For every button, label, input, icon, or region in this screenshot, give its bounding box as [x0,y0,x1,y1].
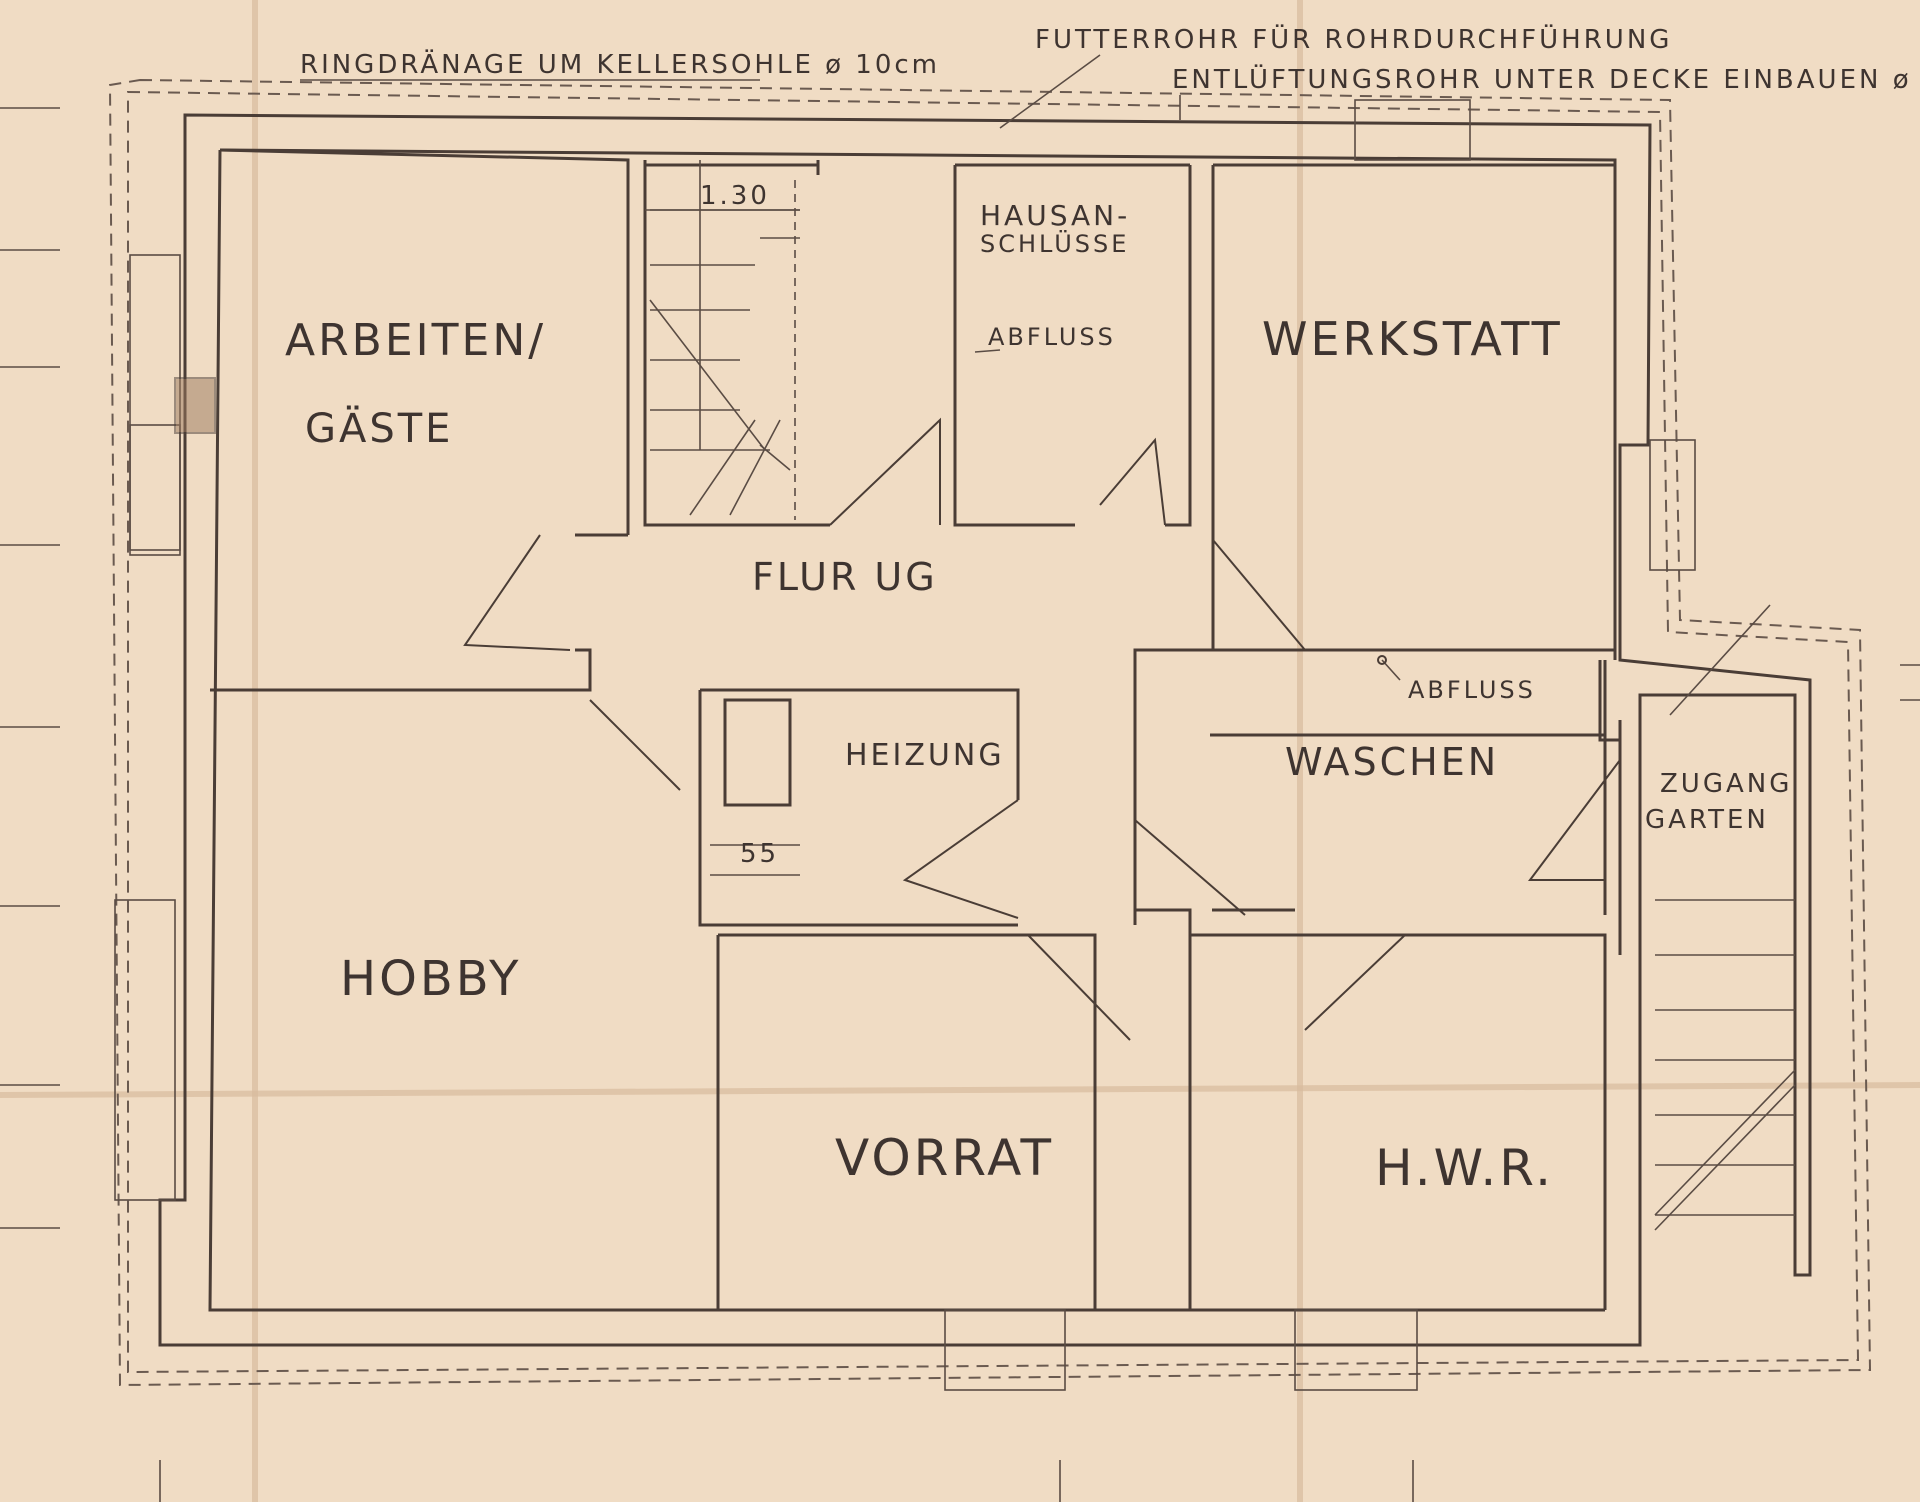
conduit-note: FUTTERROHR FÜR ROHRDURCHFÜHRUNG [1035,23,1672,55]
room-label-zugang: ZUGANG [1660,769,1792,799]
drainage-note: RINGDRÄNAGE UM KELLERSOHLE ø 10cm [300,48,940,80]
drain-label-hausanschluss: ABFLUSS [988,323,1116,351]
stair-width-label: 1.30 [700,181,770,211]
room-label-gaeste: GÄSTE [305,404,453,452]
annotation-lines [300,54,1771,876]
vent-note: ENTLÜFTUNGSROHR UNTER DECKE EINBAUEN ø 1… [1172,63,1920,95]
drain-label-waschen: ABFLUSS [1408,676,1536,704]
room-label-hausanschluesse: HAUSAN- [980,199,1130,232]
chimney-size-label: 55 [740,839,779,869]
drain-point [1377,655,1387,665]
interior-walls [210,148,1620,1310]
room-label-hobby: HOBBY [340,951,521,1007]
room-label-waschen: WASCHEN [1285,740,1499,784]
room-label-flur: FLUR UG [752,555,938,599]
door-swings [463,417,1621,1041]
stairs-garden [1654,899,1796,1231]
stairs-main [649,160,800,520]
paper-fold [0,1082,1920,1098]
room-label-garten: GARTEN [1645,805,1769,835]
room-label-schluesse: SCHLÜSSE [980,229,1129,258]
room-label-vorrat: VORRAT [835,1129,1054,1187]
room-label-heizung: HEIZUNG [845,738,1005,773]
room-label-hwr: H.W.R. [1375,1139,1554,1197]
drainage-outline [108,78,1872,1387]
room-label-arbeiten: ARBEITEN/ [285,315,546,366]
chimney-hatch [174,377,216,434]
room-label-werkstatt: WERKSTATT [1262,312,1563,366]
margin-ticks [0,107,1920,1502]
outer-walls [158,113,1812,1347]
